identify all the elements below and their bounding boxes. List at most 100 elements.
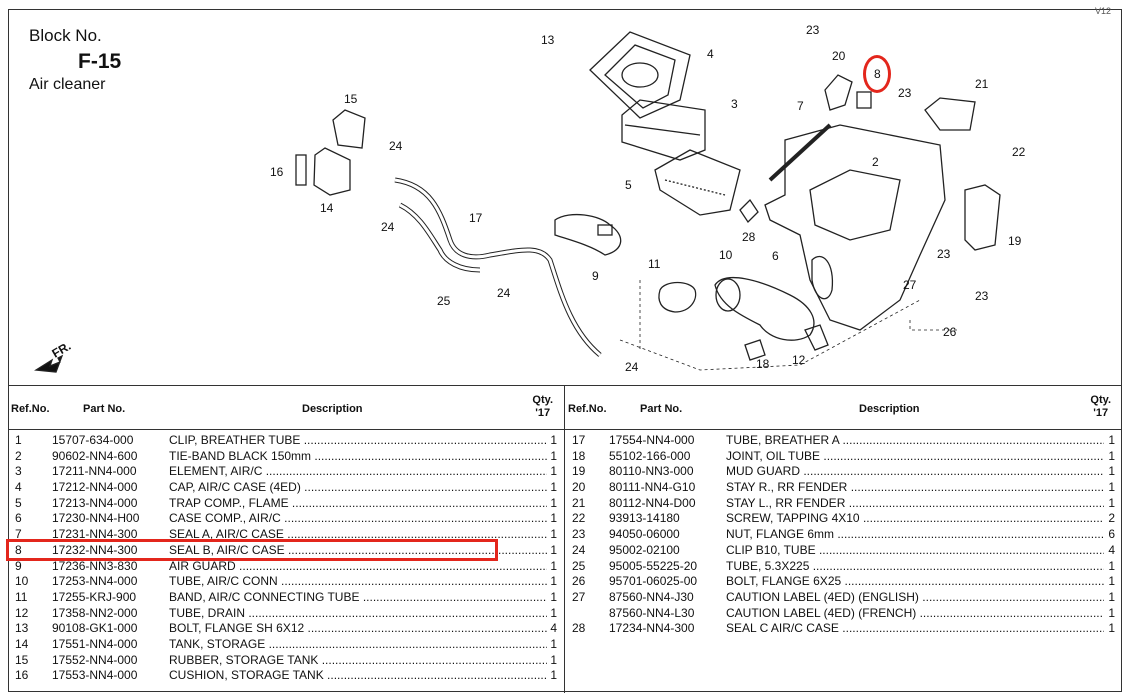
header-ref: Ref.No.	[568, 403, 607, 415]
part-number-cell: 17212-NN4-000	[52, 480, 138, 495]
description-cell: TUBE, 5.3X225	[726, 559, 1104, 575]
part-number-cell: 17236-NN3-830	[52, 558, 138, 573]
part-number-cell: 17553-NN4-000	[52, 668, 138, 683]
svg-text:15: 15	[344, 92, 358, 106]
page-frame: V12	[8, 6, 1122, 692]
description-cell: CAP, AIR/C CASE (4ED)	[169, 480, 547, 496]
svg-text:26: 26	[943, 325, 957, 339]
svg-text:10: 10	[719, 248, 733, 262]
svg-text:19: 19	[1008, 234, 1022, 248]
block-label: Block No.	[29, 26, 102, 45]
description-cell: SEAL C AIR/C CASE	[726, 621, 1104, 637]
svg-text:25: 25	[437, 294, 451, 308]
ref-cell: 15	[15, 652, 29, 667]
svg-text:23: 23	[806, 23, 820, 37]
svg-text:27: 27	[903, 278, 917, 292]
svg-text:28: 28	[742, 230, 756, 244]
description-cell: SCREW, TAPPING 4X10	[726, 511, 1104, 527]
quantity-cell: 1	[549, 527, 557, 543]
description-cell: TIE-BAND BLACK 150mm	[169, 449, 547, 465]
svg-text:16: 16	[270, 165, 284, 179]
svg-text:23: 23	[898, 86, 912, 100]
svg-text:22: 22	[1012, 145, 1026, 159]
part-number-cell: 17358-NN2-000	[52, 605, 138, 620]
ref-cell: 22	[572, 511, 586, 526]
quantity-cell: 1	[549, 511, 557, 528]
ref-cell: 19	[572, 464, 586, 479]
exploded-parts-diagram: 13 4 3 5 15 24 16 14 24 17 25 24 9 28 6 …	[34, 23, 1026, 374]
part-number-cell: 17213-NN4-000	[52, 495, 138, 510]
front-label: FR.	[50, 339, 74, 361]
quantity-cell: 1	[549, 558, 557, 575]
highlight-circle	[863, 55, 891, 93]
description-cell: TRAP COMP., FLAME	[169, 496, 547, 512]
ref-cell: 27	[572, 589, 586, 604]
description-cell: TUBE, AIR/C CONN	[169, 574, 547, 590]
description-cell: TANK, STORAGE	[169, 637, 547, 653]
quantity-cell: 1	[1107, 574, 1115, 590]
block-code: F-15	[78, 50, 122, 73]
quantity-cell: 1	[1107, 621, 1115, 637]
ref-cell: 13	[15, 621, 29, 636]
ref-cell: 16	[15, 668, 29, 683]
quantity-cell: 6	[1107, 527, 1115, 543]
part-number-cell: 17211-NN4-000	[52, 464, 137, 479]
quantity-cell: 1	[549, 448, 557, 465]
description-cell: AIR GUARD	[169, 559, 547, 575]
description-cell: TUBE, DRAIN	[169, 606, 547, 622]
quantity-cell: 1	[1107, 605, 1115, 622]
description-cell: TUBE, BREATHER A	[726, 433, 1104, 449]
part-number-cell: 80110-NN3-000	[609, 464, 694, 479]
ref-cell: 5	[15, 495, 22, 510]
part-number-cell: 80112-NN4-D00	[609, 495, 696, 510]
part-number-cell: 87560-NN4-L30	[609, 605, 695, 620]
description-cell: RUBBER, STORAGE TANK	[169, 653, 547, 669]
part-number-cell: 17230-NN4-H00	[52, 511, 140, 526]
description-cell: ELEMENT, AIR/C	[169, 464, 547, 480]
ref-cell: 3	[15, 464, 22, 479]
svg-text:14: 14	[320, 201, 334, 215]
ref-cell: 7	[15, 527, 22, 542]
svg-text:6: 6	[772, 249, 779, 263]
ref-cell: 24	[572, 542, 586, 557]
svg-text:23: 23	[975, 289, 989, 303]
description-cell: CLIP B10, TUBE	[726, 543, 1104, 559]
svg-text:9: 9	[592, 269, 599, 283]
svg-text:17: 17	[469, 211, 483, 225]
header-qty: Qty.'17	[1090, 394, 1111, 419]
ref-cell: 2	[15, 448, 22, 463]
quantity-cell: 1	[549, 589, 557, 606]
svg-text:11: 11	[648, 257, 661, 271]
description-cell: STAY L., RR FENDER	[726, 496, 1104, 512]
table-header: Ref.No. Part No. Description Qty.'17	[565, 386, 1122, 430]
part-number-cell: 15707-634-000	[52, 433, 134, 447]
description-cell: SEAL B, AIR/C CASE	[169, 543, 547, 559]
description-cell: MUD GUARD	[726, 464, 1104, 480]
header-desc: Description	[859, 403, 920, 415]
description-cell: BAND, AIR/C CONNECTING TUBE	[169, 590, 547, 606]
ref-cell: 11	[15, 589, 28, 604]
quantity-cell: 4	[1107, 542, 1115, 559]
quantity-cell: 4	[549, 621, 557, 637]
svg-text:13: 13	[541, 33, 555, 47]
svg-text:20: 20	[832, 49, 846, 63]
part-number-cell: 17552-NN4-000	[52, 652, 138, 667]
